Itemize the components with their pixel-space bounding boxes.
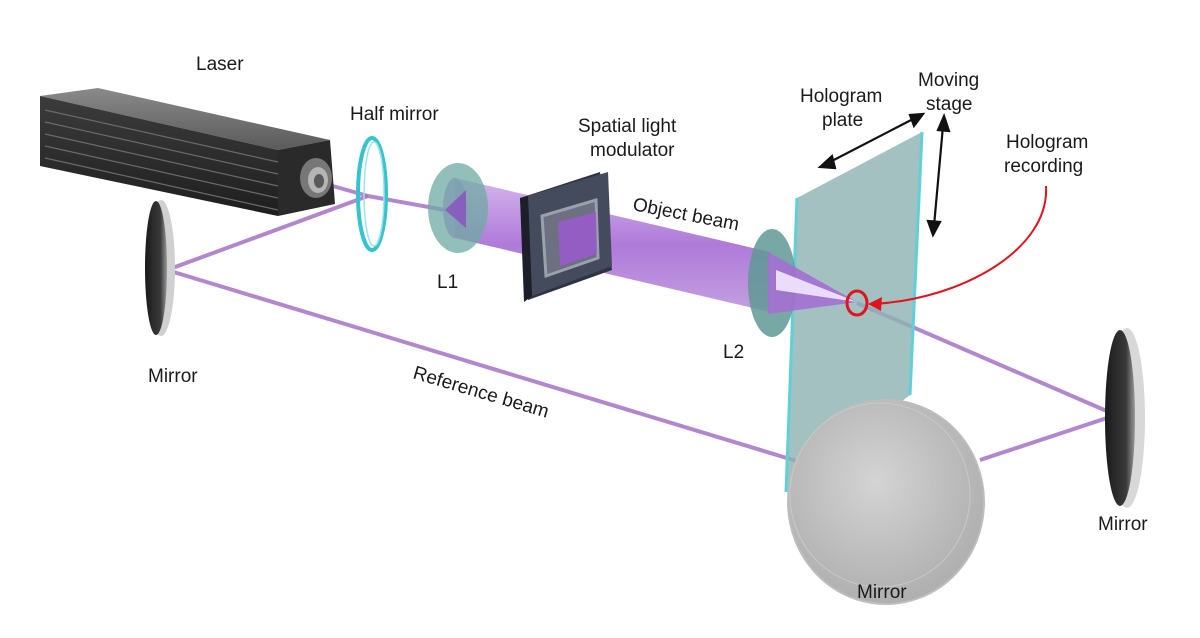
- lens-l2: [748, 229, 857, 337]
- label-hologram-plate-line2: plate: [822, 110, 863, 131]
- label-hologram-recording-line1: Hologram: [1006, 132, 1088, 153]
- mirror-bottom: [787, 399, 985, 605]
- lens-l1: [428, 163, 488, 253]
- label-slm-line1: Spatial light: [578, 116, 677, 137]
- label-laser: Laser: [196, 54, 244, 75]
- beam-left-mirror-to-bottom-mirror: [166, 268, 801, 464]
- label-hologram-recording-line2: recording: [1004, 156, 1083, 177]
- label-moving-stage-line1: Moving: [918, 70, 979, 91]
- beam-half-mirror-to-left-mirror: [166, 194, 369, 272]
- label-mirror-bottom: Mirror: [857, 582, 907, 603]
- spatial-light-modulator: [520, 172, 612, 302]
- label-slm-line2: modulator: [590, 140, 675, 161]
- label-mirror-right: Mirror: [1098, 514, 1148, 535]
- recording-pointer-arrow: [871, 185, 1048, 305]
- label-half-mirror: Half mirror: [350, 104, 439, 125]
- label-l1: L1: [437, 272, 458, 293]
- moving-stage-arrows: [817, 112, 951, 238]
- half-mirror: [356, 136, 388, 252]
- label-moving-stage-line2: stage: [926, 94, 972, 115]
- reference-beam-paths: [166, 179, 1117, 464]
- mirror-right: [1105, 328, 1145, 508]
- hologram-recording-marker: [845, 185, 1048, 317]
- label-reference-beam: Reference beam: [411, 363, 552, 423]
- label-l2: L2: [723, 342, 744, 363]
- label-mirror-left: Mirror: [148, 366, 198, 387]
- mirror-left: [145, 200, 175, 336]
- stage-arrow-diagonal: [827, 117, 916, 164]
- beam-bottom-mirror-to-right-mirror: [979, 413, 1117, 462]
- stage-arrow-vertical: [932, 125, 945, 227]
- laser-device: [40, 88, 335, 216]
- label-hologram-plate-line1: Hologram: [800, 86, 882, 107]
